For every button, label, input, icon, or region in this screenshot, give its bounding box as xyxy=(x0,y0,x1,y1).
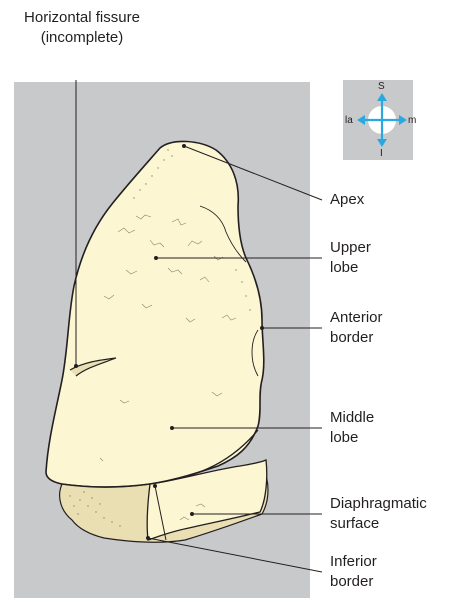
label-inferior-border-line2: border xyxy=(330,572,377,592)
label-anterior-border-line2: border xyxy=(330,328,383,348)
label-diaphragmatic-surface-line2: surface xyxy=(330,514,427,534)
label-middle-lobe: Middle lobe xyxy=(330,408,374,448)
compass-superior-label: S xyxy=(378,82,385,92)
label-upper-lobe: Upper lobe xyxy=(330,238,371,278)
label-horizontal-fissure: Horizontal fissure (incomplete) xyxy=(8,8,156,48)
compass-medial-label: m xyxy=(408,116,416,126)
label-upper-lobe-line2: lobe xyxy=(330,258,371,278)
label-middle-lobe-line2: lobe xyxy=(330,428,374,448)
label-anterior-border-line1: Anterior xyxy=(330,308,383,328)
label-apex-line1: Apex xyxy=(330,190,364,210)
label-horizontal-fissure-line2: (incomplete) xyxy=(8,28,156,48)
label-inferior-border: Inferior border xyxy=(330,552,377,592)
compass-inferior-label: I xyxy=(380,149,383,159)
label-inferior-border-line1: Inferior xyxy=(330,552,377,572)
label-apex: Apex xyxy=(330,190,364,210)
orientation-compass-icon xyxy=(343,80,413,160)
label-anterior-border: Anterior border xyxy=(330,308,383,348)
label-diaphragmatic-surface-line1: Diaphragmatic xyxy=(330,494,427,514)
label-upper-lobe-line1: Upper xyxy=(330,238,371,258)
label-horizontal-fissure-line1: Horizontal fissure xyxy=(8,8,156,28)
label-middle-lobe-line1: Middle xyxy=(330,408,374,428)
label-diaphragmatic-surface: Diaphragmatic surface xyxy=(330,494,427,534)
compass-lateral-label: la xyxy=(345,116,353,126)
